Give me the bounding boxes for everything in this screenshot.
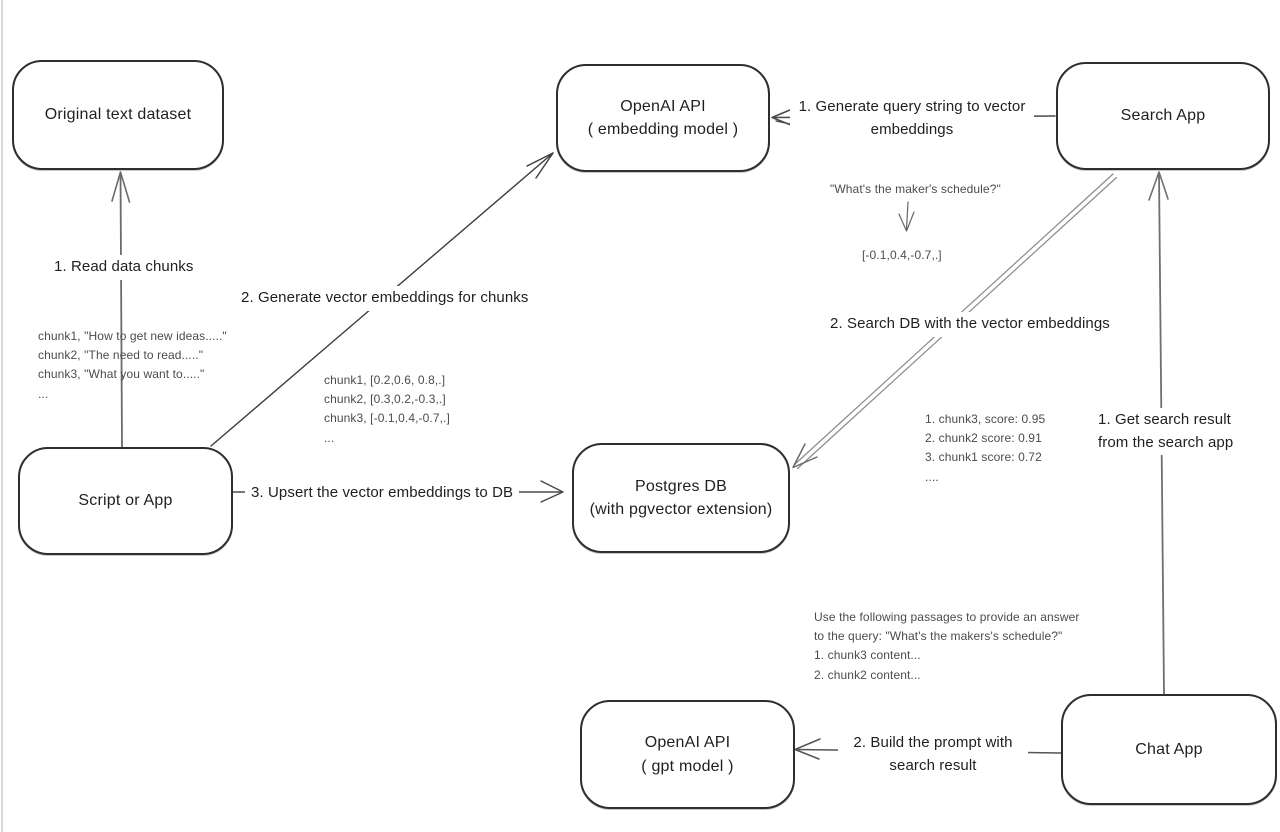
node-chat-app: Chat App bbox=[1061, 694, 1277, 805]
arrow-get-result-head bbox=[1148, 171, 1169, 201]
annotation-prompt-example-line4: 2. chunk2 content... bbox=[814, 667, 921, 682]
edge-label-build-prompt: 2. Build the prompt with search result bbox=[838, 731, 1028, 778]
arrow-read-chunks-line bbox=[119, 172, 123, 448]
annotation-search-scores-ellipsis: .... bbox=[925, 469, 939, 484]
annotation-prompt-example-line2: to the query: "What's the makers's sched… bbox=[814, 629, 1063, 644]
edge-label-generate-embeddings: 2. Generate vector embeddings for chunks bbox=[235, 286, 535, 311]
node-original-text-dataset: Original text dataset bbox=[12, 60, 224, 170]
arrow-generate-embeddings-head bbox=[526, 152, 554, 179]
annotation-search-scores: 1. chunk3, score: 0.95 2. chunk2 score: … bbox=[925, 410, 1045, 487]
node-script-or-app-label: Script or App bbox=[78, 492, 173, 510]
node-script-or-app: Script or App bbox=[18, 447, 233, 555]
node-openai-gpt-label-line2: ( gpt model ) bbox=[641, 757, 734, 775]
arrow-upsert-head bbox=[540, 480, 564, 503]
edge-label-query-to-vector: 1. Generate query string to vector embed… bbox=[790, 95, 1034, 142]
annotation-chunk-vectors-ellipsis: ... bbox=[324, 430, 335, 445]
annotation-prompt-example-line1: Use the following passages to provide an… bbox=[814, 610, 1080, 624]
edge-label-get-search-result-line1: 1. Get search result bbox=[1098, 411, 1231, 428]
node-openai-gpt: OpenAI API ( gpt model ) bbox=[580, 700, 795, 809]
annotation-chunk-texts-line3: chunk3, "What you want to....." bbox=[38, 367, 205, 382]
node-postgres-db-label-line1: Postgres DB bbox=[634, 477, 727, 495]
edge-label-read-chunks: 1. Read data chunks bbox=[48, 255, 200, 280]
edge-label-get-search-result-line2: from the search app bbox=[1098, 433, 1234, 451]
arrow-query-vector-head-sketch bbox=[775, 120, 791, 125]
node-search-app: Search App bbox=[1056, 62, 1270, 170]
query-example-down-arrow-line bbox=[905, 201, 909, 230]
annotation-chunk-texts-line2: chunk2, "The need to read....." bbox=[38, 348, 204, 363]
node-openai-embedding-label-line1: OpenAI API bbox=[620, 97, 706, 115]
node-search-app-label: Search App bbox=[1120, 107, 1206, 125]
annotation-chunk-vectors: chunk1, [0.2,0.6, 0.8,.] chunk2, [0.3,0.… bbox=[324, 371, 450, 448]
node-openai-gpt-label-line1: OpenAI API bbox=[644, 734, 731, 752]
annotation-prompt-example: Use the following passages to provide an… bbox=[814, 608, 1080, 685]
annotation-chunk-texts-line1: chunk1, "How to get new ideas....." bbox=[38, 329, 227, 343]
node-original-text-dataset-label: Original text dataset bbox=[44, 106, 192, 124]
node-chat-app-label: Chat App bbox=[1135, 740, 1203, 758]
node-postgres-db: Postgres DB (with pgvector extension) bbox=[572, 443, 790, 553]
annotation-search-scores-line1: 1. chunk3, score: 0.95 bbox=[925, 412, 1046, 426]
annotation-chunk-vectors-line1: chunk1, [0.2,0.6, 0.8,.] bbox=[324, 373, 446, 387]
arrow-read-chunks-head bbox=[111, 171, 131, 203]
annotation-chunk-texts: chunk1, "How to get new ideas....." chun… bbox=[38, 327, 227, 404]
edge-label-get-search-result: 1. Get search result from the search app bbox=[1092, 408, 1240, 455]
node-openai-embedding: OpenAI API ( embedding model ) bbox=[556, 64, 770, 172]
annotation-chunk-vectors-line2: chunk2, [0.3,0.2,-0.3,.] bbox=[324, 392, 446, 407]
edge-label-build-prompt-line1: 2. Build the prompt with bbox=[853, 734, 1013, 751]
page-left-edge bbox=[1, 0, 3, 832]
annotation-search-scores-line3: 3. chunk1 score: 0.72 bbox=[925, 450, 1042, 465]
node-postgres-db-label-line2: (with pgvector extension) bbox=[589, 501, 773, 518]
edge-label-query-to-vector-line2: embeddings bbox=[870, 120, 954, 138]
annotation-query-example-text: "What's the maker's schedule?" bbox=[830, 182, 1001, 196]
edge-label-query-to-vector-line1: 1. Generate query string to vector bbox=[798, 98, 1026, 115]
edge-label-search-db: 2. Search DB with the vector embeddings bbox=[824, 312, 1116, 337]
annotation-chunk-texts-ellipsis: ... bbox=[38, 386, 49, 401]
edge-label-upsert: 3. Upsert the vector embeddings to DB bbox=[245, 481, 520, 506]
edge-label-build-prompt-line2: search result bbox=[889, 756, 977, 774]
annotation-query-example-vector: [-0.1,0.4,-0.7,.] bbox=[862, 248, 942, 262]
annotation-chunk-vectors-line3: chunk3, [-0.1,0.4,-0.7,.] bbox=[324, 411, 450, 426]
annotation-search-scores-line2: 2. chunk2 score: 0.91 bbox=[925, 431, 1042, 446]
arrow-search-db-head bbox=[792, 443, 818, 469]
annotation-prompt-example-line3: 1. chunk3 content... bbox=[814, 648, 921, 663]
query-example-down-arrow-head bbox=[898, 211, 915, 232]
node-openai-embedding-label-line2: ( embedding model ) bbox=[587, 121, 739, 138]
arrow-build-prompt-head bbox=[794, 738, 821, 760]
